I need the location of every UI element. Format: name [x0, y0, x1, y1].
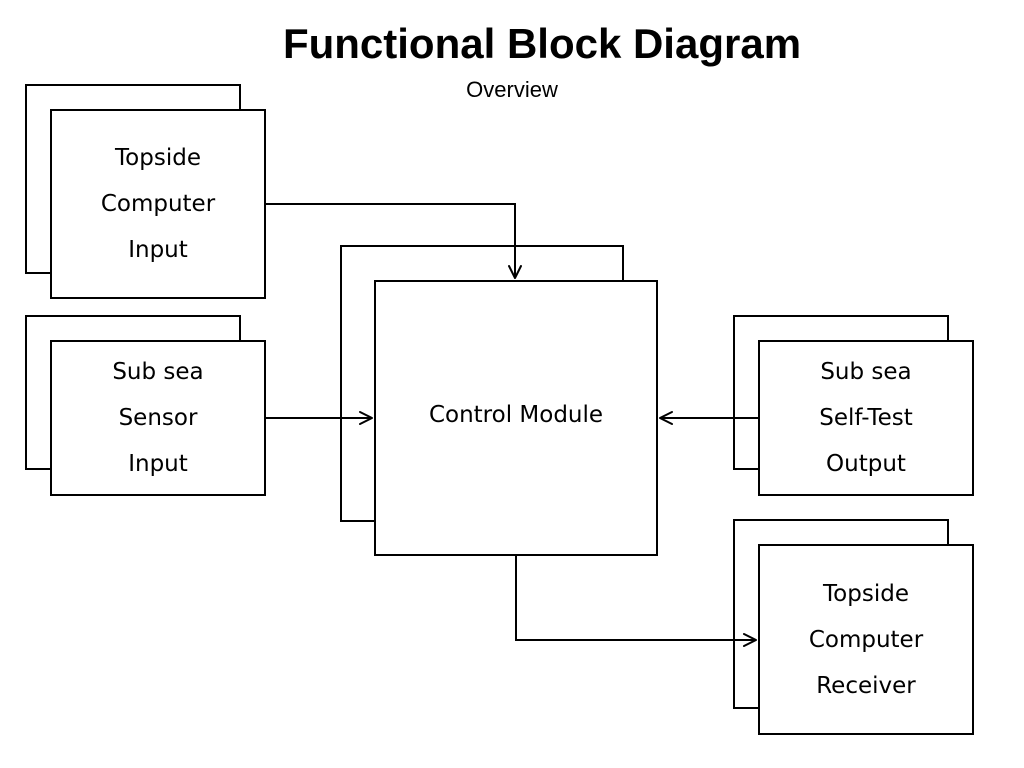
sensor-input-line-1: Sub sea	[112, 359, 204, 385]
arrowhead-right-icon	[359, 411, 373, 425]
topside-input-label: Topside Computer Input	[50, 109, 266, 299]
topside-receiver-box	[758, 544, 974, 735]
topside-receiver-line-1: Topside	[823, 580, 909, 607]
control-module-box	[374, 280, 658, 556]
sensor-input-line-3: Input	[128, 451, 188, 477]
topside-input-line-1: Topside	[115, 145, 201, 171]
topside-input-to-control-connector	[266, 203, 516, 276]
topside-receiver-line-3: Receiver	[816, 672, 916, 699]
topside-input-line-3: Input	[128, 237, 188, 263]
topside-input-box	[50, 109, 266, 299]
diagram-subtitle: Overview	[466, 77, 558, 102]
topside-input-line-2: Computer	[100, 191, 216, 217]
control-module-label: Control Module	[374, 280, 658, 556]
arrowhead-down-icon	[508, 265, 522, 279]
diagram-title: Functional Block Diagram	[282, 20, 802, 67]
topside-receiver-line-2: Computer	[808, 626, 924, 653]
control-module-line-1: Control Module	[428, 402, 604, 428]
sensor-input-box	[50, 340, 266, 496]
sensor-input-line-2: Sensor	[118, 405, 198, 431]
self-test-output-line-1: Sub sea	[820, 359, 912, 385]
arrowhead-left-icon	[659, 411, 673, 425]
sensor-input-label: Sub sea Sensor Input	[50, 340, 266, 496]
self-test-output-line-3: Output	[826, 451, 906, 477]
self-test-output-box	[758, 340, 974, 496]
self-test-output-line-2: Self-Test	[819, 405, 913, 431]
topside-receiver-label: Topside Computer Receiver	[758, 544, 974, 735]
arrowhead-right-icon	[743, 633, 757, 647]
self-test-output-label: Sub sea Self-Test Output	[758, 340, 974, 496]
control-to-topside-receiver-connector	[515, 556, 754, 641]
